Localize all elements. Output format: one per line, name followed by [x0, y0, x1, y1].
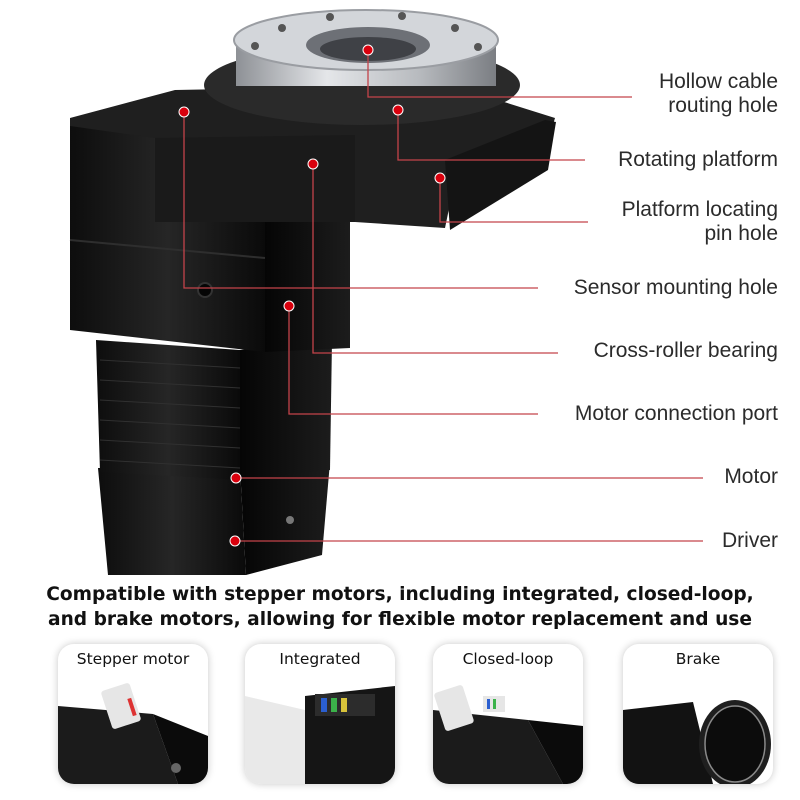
- plate-right-lug: [445, 120, 556, 230]
- callout-rotating-platform: Rotating platform: [618, 148, 778, 171]
- rotary-stage-illustration: [69, 9, 703, 575]
- integrated-motor-image: [245, 686, 395, 784]
- callout-sensor-mounting-hole: Sensor mounting hole: [573, 276, 778, 299]
- motor-side: [240, 340, 332, 480]
- callout-cross-roller-bearing: Cross-roller bearing: [593, 339, 778, 362]
- card-title: Closed-loop: [462, 650, 554, 668]
- driver-body: [98, 468, 246, 575]
- callout-motor: Motor: [724, 465, 778, 488]
- leader-lines: [183, 50, 703, 542]
- card-closed-loop: Closed-loop: [433, 644, 583, 784]
- compatibility-headline: Compatible with stepper motors, includin…: [0, 582, 800, 632]
- callout-markers: [178, 44, 446, 547]
- callout-driver: Driver: [722, 529, 778, 552]
- card-title: Integrated: [279, 650, 361, 668]
- brake-motor-image: [623, 700, 771, 784]
- headline-line-1: Compatible with stepper motors, includin…: [46, 584, 754, 605]
- headline-line-2: and brake motors, allowing for flexible …: [48, 609, 752, 630]
- driver-side: [240, 462, 330, 575]
- top-housing: [155, 128, 355, 222]
- card-integrated: Integrated: [245, 644, 395, 784]
- callout-motor-connection-port: Motor connection port: [574, 402, 778, 425]
- top-plate: [70, 85, 555, 228]
- closed-loop-motor-image: [433, 685, 583, 784]
- card-brake: Brake: [623, 644, 773, 784]
- card-title: Brake: [675, 650, 721, 668]
- card-stepper-motor: Stepper motor: [58, 644, 208, 784]
- card-title: Stepper motor: [76, 650, 190, 668]
- stepper-motor-image: [58, 683, 208, 784]
- motor-fins: [99, 359, 241, 469]
- motor-body: [96, 340, 240, 480]
